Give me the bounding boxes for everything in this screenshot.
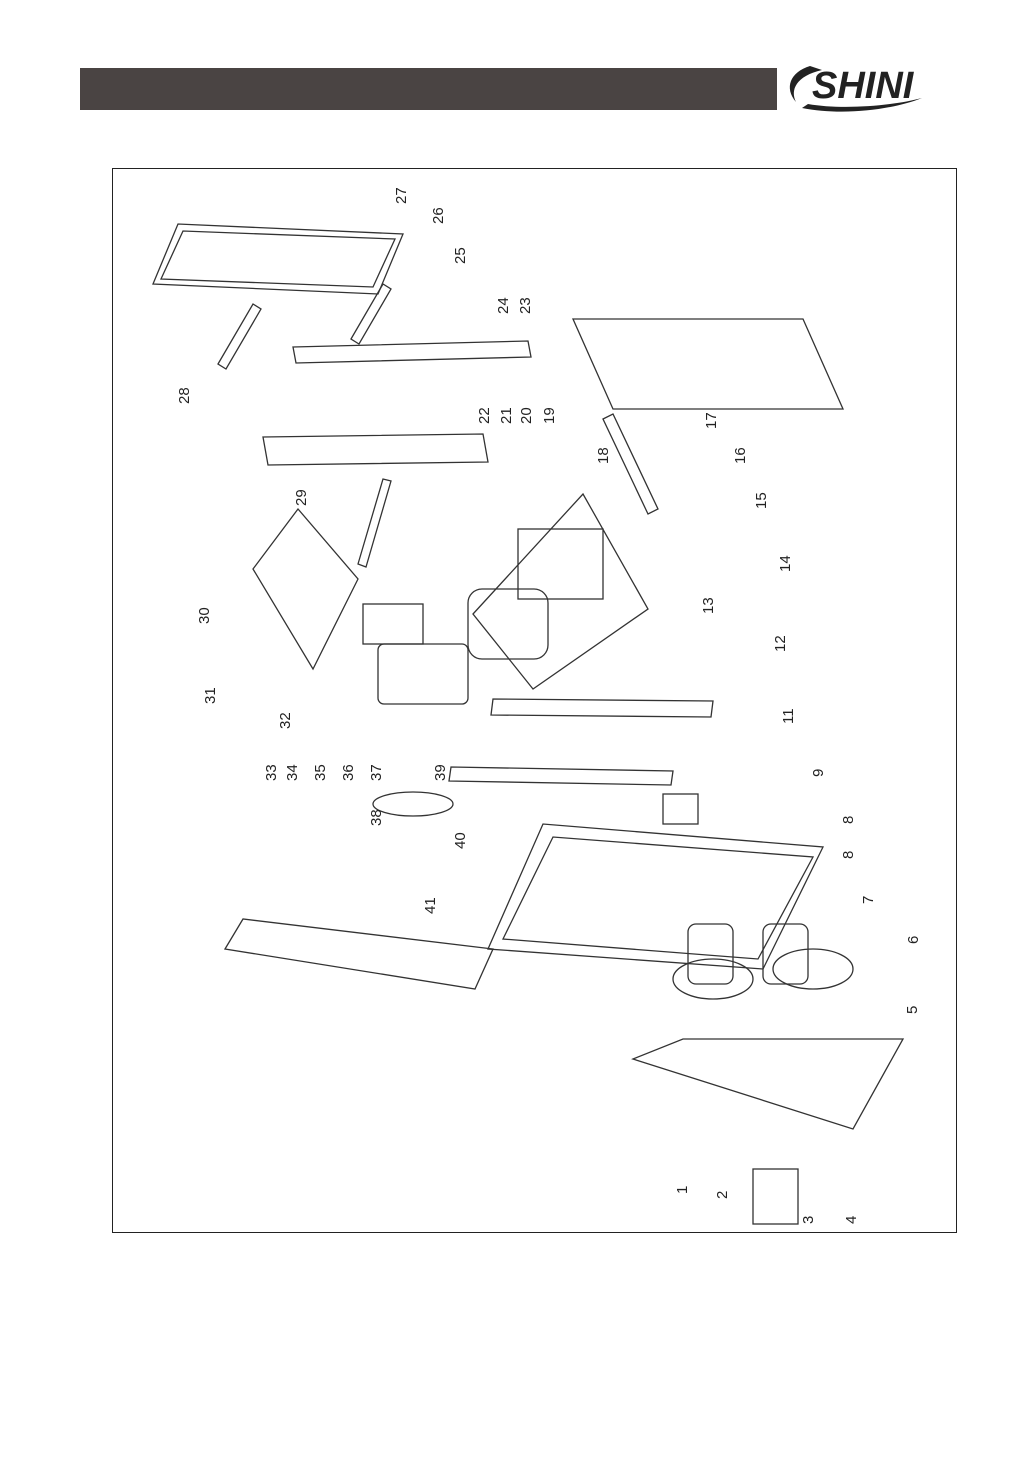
callout-20: 20 [518,407,535,424]
callout-32: 32 [277,712,294,729]
callout-41: 41 [422,897,439,914]
shini-logo: SHINI [782,58,952,118]
callout-5: 5 [904,1006,921,1014]
filter-11 [663,794,698,824]
callout-labels: 1 2 3 4 5 6 7 8 8 9 11 12 13 14 15 16 17… [176,187,922,1224]
callout-37: 37 [368,764,385,781]
callout-25: 25 [452,247,469,264]
callout-13: 13 [700,597,717,614]
callout-30: 30 [196,607,213,624]
panel-23 [573,319,843,409]
controller-3 [753,1169,798,1224]
disc-7 [773,949,853,989]
plate-31 [253,509,358,669]
plate-15 [473,494,648,689]
callout-35: 35 [312,764,329,781]
rail-28 [218,304,261,369]
callout-39: 39 [432,764,449,781]
belt-38 [373,792,453,816]
rail-29 [358,479,391,567]
brand-text: SHINI [812,65,915,107]
callout-3: 3 [800,1216,817,1224]
callout-24: 24 [495,297,512,314]
callout-1: 1 [674,1186,691,1194]
callout-18: 18 [595,447,612,464]
rail-24 [293,341,531,363]
callout-22: 22 [476,407,493,424]
callout-26: 26 [430,207,447,224]
callout-14: 14 [777,555,794,572]
callout-11: 11 [780,708,797,724]
panel-left-lower [225,919,493,989]
callout-6: 6 [905,936,922,944]
callout-28: 28 [176,387,193,404]
header-bar [80,68,777,110]
callout-7: 7 [860,896,877,904]
callout-31: 31 [202,687,219,704]
callout-4: 4 [843,1216,860,1224]
callout-34: 34 [284,764,301,781]
tank-33 [378,644,468,704]
callout-29: 29 [293,489,310,506]
callout-15: 15 [753,492,770,509]
callout-23: 23 [517,297,534,314]
exploded-view-svg: 1 2 3 4 5 6 7 8 8 9 11 12 13 14 15 16 17… [113,169,958,1234]
callout-19: 19 [541,407,558,424]
pump-32 [363,604,423,644]
callout-16: 16 [732,447,749,464]
callout-27: 27 [393,187,410,204]
rail-40 [449,767,673,785]
callout-33: 33 [263,764,280,781]
callout-8b: 8 [840,816,857,824]
rail-long-top [263,434,488,465]
panel-5 [633,1039,903,1129]
callout-36: 36 [340,764,357,781]
callout-8a: 8 [840,851,857,859]
callout-40: 40 [452,832,469,849]
frame-8 [488,824,823,969]
callout-2: 2 [714,1191,731,1199]
callout-17: 17 [703,412,720,429]
callout-12: 12 [772,635,789,652]
callout-38: 38 [368,809,385,826]
callout-21: 21 [498,407,515,424]
rail-12 [491,699,713,717]
exploded-view-drawing: 1 2 3 4 5 6 7 8 8 9 11 12 13 14 15 16 17… [112,168,957,1233]
callout-9: 9 [810,769,827,777]
